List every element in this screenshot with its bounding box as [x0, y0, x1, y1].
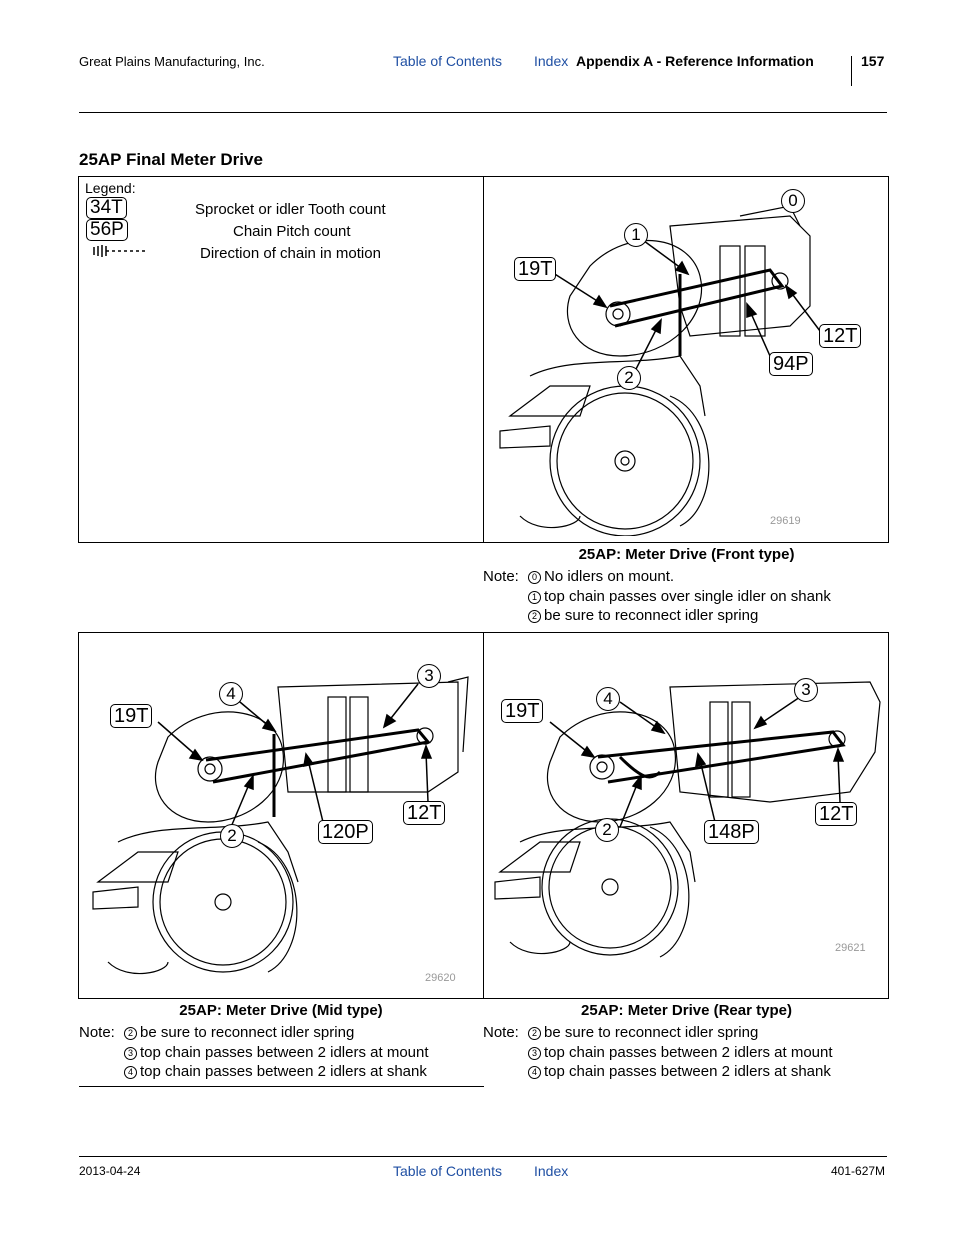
rear-caption: 25AP: Meter Drive (Rear type): [581, 1002, 792, 1019]
front-callout-0: 0: [781, 189, 805, 213]
page-title: 25AP Final Meter Drive: [79, 150, 263, 169]
rear-chain-148p: 148P: [704, 820, 759, 844]
footer-rule: [79, 1156, 887, 1157]
note-number-icon: 4: [528, 1066, 541, 1079]
page-number: 157: [861, 53, 885, 69]
mid-notes-rule: [79, 1086, 484, 1087]
note-text: top chain passes over single idler on sh…: [544, 588, 831, 605]
rear-callout-2: 2: [595, 818, 619, 842]
header-rule: [79, 112, 887, 113]
note-text: top chain passes between 2 idlers at sha…: [544, 1063, 831, 1080]
rear-sprocket-12t: 12T: [815, 802, 858, 826]
header-index-link[interactable]: Index: [534, 53, 569, 69]
legend-tooth-symbol: 34T: [86, 197, 127, 219]
header-toc-link[interactable]: Table of Contents: [393, 53, 502, 69]
legend-text-direction: Direction of chain in motion: [200, 245, 381, 262]
footer-doc-number: 401-627M: [831, 1164, 886, 1178]
front-caption: 25AP: Meter Drive (Front type): [578, 546, 795, 563]
company-name: Great Plains Manufacturing, Inc.: [79, 54, 265, 69]
note-text: No idlers on mount.: [544, 568, 675, 585]
note-number-icon: 4: [124, 1066, 137, 1079]
legend-text-tooth: Sprocket or idler Tooth count: [195, 201, 386, 218]
mid-sprocket-19t: 19T: [110, 704, 153, 728]
legend-text-pitch: Chain Pitch count: [233, 223, 351, 240]
footer-toc-link[interactable]: Table of Contents: [393, 1163, 502, 1179]
front-sprocket-19t: 19T: [514, 257, 557, 281]
front-figure-id: 29619: [770, 515, 801, 527]
mid-note-label: Note:: [79, 1024, 115, 1041]
note-number-icon: 2: [124, 1027, 137, 1040]
front-callout-2: 2: [617, 366, 641, 390]
top-table-divider: [483, 176, 484, 543]
legend-pitch-symbol: 56P: [86, 219, 128, 241]
front-chain-94p: 94P: [769, 352, 813, 376]
legend-heading: Legend:: [85, 180, 136, 196]
front-note-label: Note:: [483, 568, 519, 585]
header-divider: [851, 56, 852, 86]
note-number-icon: 2: [528, 610, 541, 623]
mid-sprocket-12t: 12T: [403, 801, 446, 825]
note-number-icon: 3: [124, 1047, 137, 1060]
mid-caption: 25AP: Meter Drive (Mid type): [179, 1002, 383, 1019]
note-text: be sure to reconnect idler spring: [544, 1024, 759, 1041]
note-number-icon: 3: [528, 1047, 541, 1060]
note-text: be sure to reconnect idler spring: [140, 1024, 355, 1041]
note-number-icon: 0: [528, 571, 541, 584]
note-text: top chain passes between 2 idlers at mou…: [140, 1044, 429, 1061]
mid-callout-2: 2: [220, 824, 244, 848]
note-text: top chain passes between 2 idlers at sha…: [140, 1063, 427, 1080]
front-meter-drive-illustration: [499, 205, 821, 536]
rear-sprocket-19t: 19T: [501, 699, 544, 723]
footer-date: 2013-04-24: [79, 1164, 141, 1178]
footer-index-link[interactable]: Index: [534, 1163, 569, 1179]
note-number-icon: 1: [528, 591, 541, 604]
front-callout-1: 1: [624, 223, 648, 247]
mid-figure-id: 29620: [425, 972, 456, 984]
rear-meter-drive-illustration: [494, 681, 881, 958]
note-text: top chain passes between 2 idlers at mou…: [544, 1044, 833, 1061]
mid-callout-3: 3: [417, 664, 441, 688]
mid-chain-120p: 120P: [318, 820, 373, 844]
mid-callout-4: 4: [219, 682, 243, 706]
section-heading: Appendix A - Reference Information: [576, 53, 814, 69]
rear-figure-id: 29621: [835, 942, 866, 954]
mid-meter-drive-illustration: [92, 676, 469, 975]
rear-callout-4: 4: [596, 687, 620, 711]
front-sprocket-12t: 12T: [819, 324, 862, 348]
chain-direction-icon: [93, 245, 148, 257]
rear-callout-3: 3: [794, 678, 818, 702]
note-number-icon: 2: [528, 1027, 541, 1040]
bottom-table-divider: [483, 632, 484, 999]
note-text: be sure to reconnect idler spring: [544, 607, 759, 624]
rear-note-label: Note:: [483, 1024, 519, 1041]
